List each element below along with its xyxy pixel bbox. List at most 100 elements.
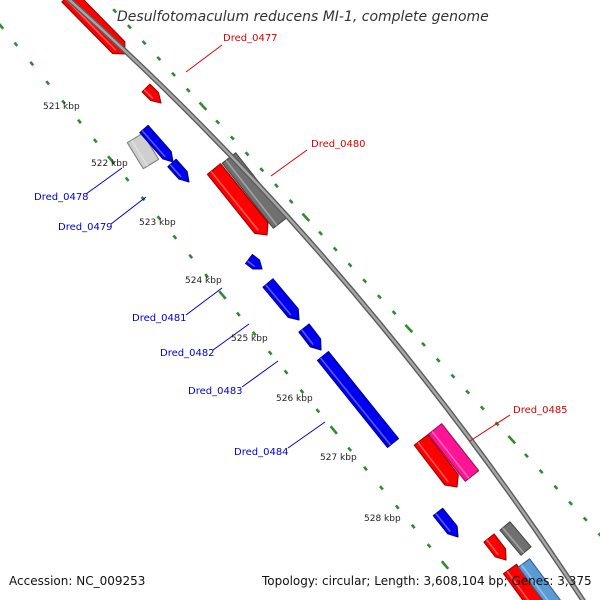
gene-arrow <box>483 533 507 561</box>
tick-mark <box>107 155 116 165</box>
tick-mark <box>347 446 353 452</box>
gene-arrow <box>502 563 544 600</box>
scale-label: 524 kbp <box>185 276 222 286</box>
gene-arrow-body <box>413 434 459 488</box>
tick-mark <box>440 560 450 570</box>
gene-arrow-highlight <box>486 539 499 556</box>
leader-line <box>185 287 223 316</box>
gene-arrow-highlight <box>210 170 260 231</box>
tick-mark <box>171 71 176 77</box>
tick-mark <box>391 310 397 316</box>
tick-mark <box>235 311 241 317</box>
tick-mark <box>582 516 588 522</box>
gene-arrow-highlight <box>141 130 166 158</box>
gene-arrow-highlight <box>435 513 451 533</box>
tick-mark <box>259 167 265 173</box>
reverse-gene-label: Dred_0481 <box>132 313 187 324</box>
reverse-gene-label: Dred_0478 <box>34 192 89 203</box>
gene-arrow-body <box>262 278 300 321</box>
tick-mark <box>215 119 221 125</box>
gene-arrow <box>61 0 126 55</box>
scale-label: 525 kbp <box>231 334 268 344</box>
gene-arrow <box>141 83 162 104</box>
gene-arrow <box>262 278 300 321</box>
gene-arrow-highlight <box>506 570 530 600</box>
tick-mark <box>112 8 118 14</box>
tick-mark <box>251 331 257 337</box>
gene-arrow-highlight <box>130 139 149 167</box>
gene-arrow-highlight <box>319 357 392 446</box>
gene-arrow-body <box>221 152 288 229</box>
gene-arrow-highlight <box>431 430 470 479</box>
gene-arrow-highlight <box>143 89 154 99</box>
tick-mark <box>0 22 5 30</box>
gene-arrow-body <box>316 351 400 448</box>
tick-mark <box>318 230 324 236</box>
tick-mark <box>426 543 432 549</box>
tick-mark <box>92 138 98 144</box>
backbone-line <box>67 0 585 600</box>
gene-arrow-highlight <box>301 329 314 346</box>
tick-mark <box>479 405 485 411</box>
gene-arrow-highlight <box>247 260 256 268</box>
leader-line <box>85 167 123 195</box>
scale-label: 521 kbp <box>43 102 80 112</box>
tick-mark <box>141 40 147 46</box>
tick-mark <box>465 389 471 395</box>
gene-arrow <box>245 254 263 270</box>
leader-line <box>469 414 511 442</box>
tick-mark <box>329 425 338 435</box>
gene-arrow-body <box>483 533 507 561</box>
tick-mark <box>301 212 311 222</box>
gene-arrow-body <box>139 124 174 163</box>
gene-arrow-body <box>427 423 480 482</box>
tick-mark <box>229 135 235 141</box>
accession-text: Accession: NC_009253 <box>9 574 146 588</box>
leader-line <box>270 149 308 177</box>
gene-arrow-body <box>517 558 561 600</box>
tick-mark <box>45 80 51 86</box>
tick-mark <box>363 466 368 472</box>
gene-arrow-highlight <box>502 527 525 554</box>
gene-arrow-highlight <box>65 0 117 51</box>
tick-mark <box>156 56 162 62</box>
tick-mark <box>597 532 600 537</box>
gene-arrow-body <box>432 507 459 538</box>
gene-arrow-body <box>245 254 263 270</box>
tick-mark <box>29 61 35 67</box>
tick-mark <box>568 500 574 506</box>
gene-arrow <box>298 323 322 351</box>
scale-label: 526 kbp <box>276 394 313 404</box>
leader-line <box>287 421 326 449</box>
gene-arrow <box>499 521 532 556</box>
reverse-gene-label: Dred_0479 <box>58 222 113 233</box>
gene-arrow <box>517 558 561 600</box>
gene-arrow-highlight <box>417 441 450 483</box>
backbone-layer <box>65 0 586 600</box>
reverse-gene-label: Dred_0483 <box>188 386 243 397</box>
map-title: Desulfotomaculum reducens MI-1, complete… <box>117 9 489 25</box>
tick-mark <box>553 484 559 490</box>
tick-mark <box>379 485 384 491</box>
forward-gene-label: Dred_0480 <box>311 139 366 150</box>
genome-summary-text: Topology: circular; Length: 3,608,104 bp… <box>262 574 592 588</box>
tick-mark <box>156 215 162 221</box>
gene-arrow <box>139 124 174 163</box>
leader-line <box>185 44 223 73</box>
tick-mark <box>244 151 250 157</box>
scale-label: 528 kbp <box>364 514 401 524</box>
tick-mark <box>218 290 227 300</box>
tick-mark <box>347 262 353 268</box>
tick-mark <box>315 408 321 414</box>
tick-mark <box>172 234 178 240</box>
gene-arrow-highlight <box>225 159 278 226</box>
tick-mark <box>283 369 289 375</box>
gene-arrow-body <box>502 563 544 600</box>
gene-arrow-body <box>298 323 322 351</box>
scale-label: 527 kbp <box>320 453 357 463</box>
reverse-gene-label: Dred_0484 <box>234 447 289 458</box>
tick-mark <box>274 183 279 189</box>
